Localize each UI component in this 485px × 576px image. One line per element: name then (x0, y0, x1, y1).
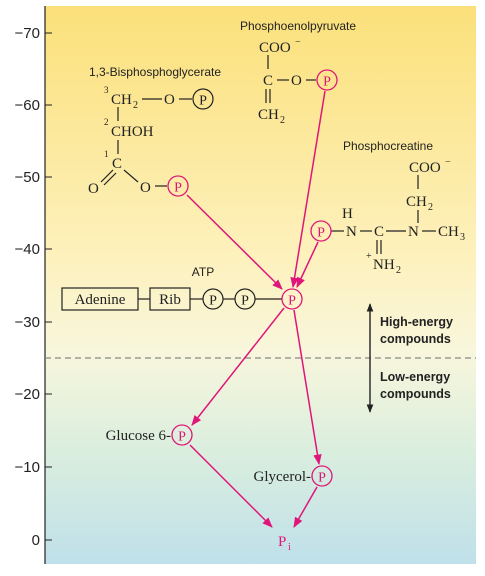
svg-text:COO: COO (409, 160, 441, 176)
phosphate-icon: P (311, 465, 333, 487)
y-axis: −70 −60 −50 −40 −30 −20 −10 0 (15, 6, 52, 564)
svg-text:2: 2 (280, 115, 285, 126)
tick-label: −40 (15, 241, 40, 258)
svg-text:N: N (346, 224, 357, 240)
phosphate-icon: P (310, 220, 332, 242)
svg-text:3: 3 (104, 85, 109, 95)
phosphocreatine-label: Phosphocreatine (343, 139, 433, 153)
arrow-atp-to-glucose6p (191, 307, 285, 426)
svg-text:High-energy: High-energy (380, 315, 453, 329)
svg-text:+: + (366, 251, 372, 262)
svg-text:C: C (374, 224, 384, 240)
svg-text:2: 2 (396, 265, 401, 276)
svg-text:C: C (263, 73, 273, 89)
arrow-glucose6p-to-pi (189, 444, 273, 528)
phosphate-icon: P (234, 288, 256, 310)
svg-text:1: 1 (104, 149, 109, 159)
svg-text:CH: CH (258, 107, 279, 123)
phosphoryl-transfer-arrows (186, 90, 326, 528)
svg-text:O: O (164, 92, 175, 108)
svg-text:−: − (445, 157, 451, 168)
svg-text:−: − (295, 37, 301, 48)
svg-text:i: i (288, 542, 291, 553)
glycerol-label: Glycerol- (254, 469, 311, 485)
svg-text:P: P (317, 226, 325, 241)
svg-text:C: C (112, 156, 122, 172)
svg-text:compounds: compounds (380, 332, 451, 346)
svg-text:CH: CH (438, 224, 459, 240)
glucose6-label: Glucose 6- (106, 428, 171, 444)
phosphate-icon: P (281, 288, 303, 310)
arrow-atp-to-glycerolp (293, 309, 322, 466)
svg-text:O: O (140, 180, 151, 196)
svg-text:P: P (178, 430, 186, 445)
svg-text:P: P (199, 94, 207, 109)
phosphoenolpyruvate-structure: COO − C O CH 2 (258, 37, 316, 126)
svg-text:COO: COO (259, 40, 291, 56)
phosphate-icon: P (167, 175, 189, 197)
svg-text:H: H (342, 206, 353, 222)
svg-text:CHOH: CHOH (111, 124, 154, 140)
atp-label: ATP (192, 265, 214, 279)
arrow-pcr-to-atp (296, 241, 319, 288)
high-energy-label: High-energy compounds (380, 315, 453, 346)
svg-text:N: N (408, 224, 419, 240)
svg-text:Low-energy: Low-energy (380, 370, 450, 384)
svg-text:3: 3 (460, 232, 465, 243)
ribose-label: Rib (159, 292, 181, 308)
svg-text:P: P (209, 294, 217, 309)
tick-label: −10 (15, 459, 40, 476)
svg-text:P: P (241, 294, 249, 309)
arrow-glycerolp-to-pi (293, 486, 318, 528)
adenine-label: Adenine (75, 292, 126, 308)
arrow-bpg-to-atp (186, 194, 283, 290)
svg-text:P: P (323, 75, 331, 90)
svg-text:2: 2 (428, 202, 433, 213)
svg-text:P: P (318, 471, 326, 486)
tick-label: −20 (15, 386, 40, 403)
phosphate-icon: P (171, 424, 193, 446)
tick-label: −50 (15, 169, 40, 186)
svg-text:compounds: compounds (380, 387, 451, 401)
svg-text:P: P (174, 181, 182, 196)
phosphoenolpyruvate-label: Phosphoenolpyruvate (240, 19, 356, 33)
svg-text:NH: NH (373, 257, 395, 273)
svg-text:P: P (278, 534, 286, 550)
phosphate-icon: P (202, 288, 224, 310)
tick-label: −70 (15, 25, 40, 42)
atp-structure: Adenine Rib (61, 287, 282, 311)
svg-text:2: 2 (133, 100, 138, 111)
phosphate-icon: P (316, 69, 338, 91)
low-energy-label: Low-energy compounds (380, 370, 451, 401)
arrow-pep-to-atp (290, 90, 326, 289)
tick-label: −60 (15, 97, 40, 114)
svg-text:P: P (288, 294, 296, 309)
svg-text:O: O (291, 73, 302, 89)
svg-text:2: 2 (104, 117, 109, 127)
inorganic-phosphate: P i (278, 534, 291, 553)
svg-text:O: O (88, 181, 99, 197)
phosphocreatine-structure: COO − CH 2 H N C N CH 3 + NH 2 (331, 157, 465, 276)
tick-label: 0 (32, 532, 40, 549)
svg-text:CH: CH (111, 92, 132, 108)
svg-text:CH: CH (406, 194, 427, 210)
bisphosphoglycerate-structure: 3 CH 2 O 2 CHOH 1 C O O (88, 85, 192, 197)
phosphate-icon: P (192, 88, 214, 110)
bisphosphoglycerate-label: 1,3-Bisphosphoglycerate (89, 65, 221, 79)
tick-label: −30 (15, 314, 40, 331)
background-panel (45, 6, 476, 564)
